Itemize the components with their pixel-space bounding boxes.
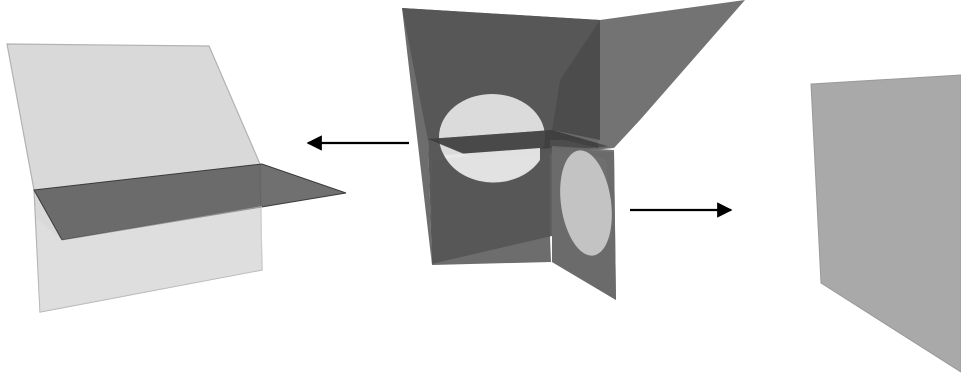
left-horizontal-plane (33, 163, 347, 241)
center-side-circle-front (560, 150, 612, 256)
center-lower-back-plane (432, 148, 552, 264)
center-back-plane-upper (402, 8, 600, 140)
center-diagonal-plane (552, 0, 745, 148)
right-plane (810, 74, 961, 373)
center-back-circle-lower (444, 148, 540, 183)
left-planes-group (6, 43, 347, 313)
center-diagonal-plane-shade (552, 20, 600, 140)
center-horizontal-plane (428, 130, 614, 160)
center-planes-group (402, 0, 745, 300)
left-vertical-plane-lower (36, 206, 262, 312)
